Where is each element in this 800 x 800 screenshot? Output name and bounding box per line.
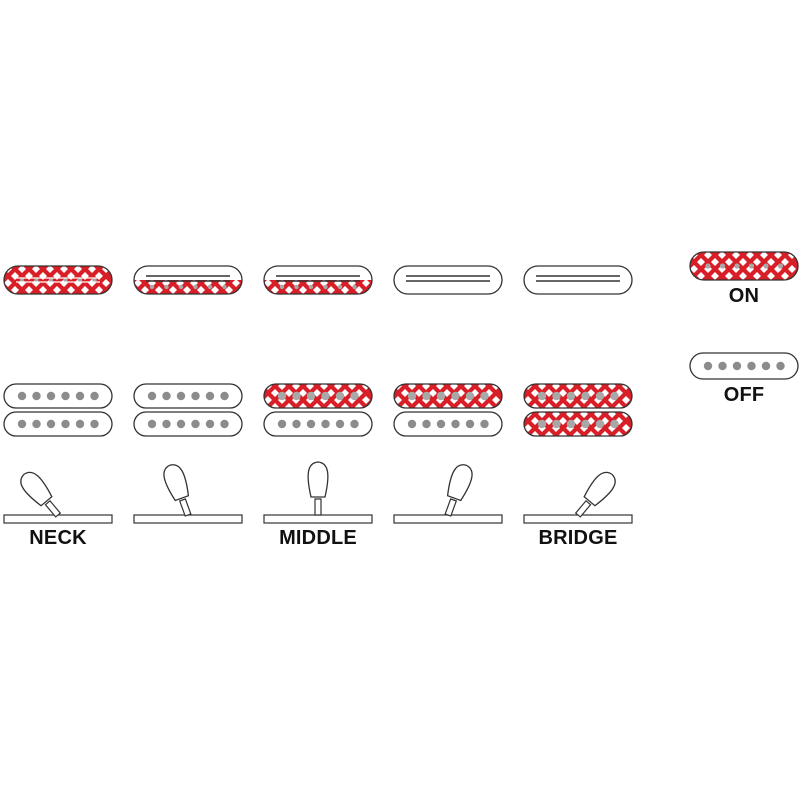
legend-on-label: ON xyxy=(728,285,760,307)
humbucker-bottom-coil-5 xyxy=(523,411,633,437)
selector-switch-1 xyxy=(3,471,113,524)
selector-switch-5 xyxy=(523,471,633,524)
single-coil-pickup-1 xyxy=(3,265,113,295)
selector-switch-2 xyxy=(133,464,243,524)
humbucker-top-coil-2 xyxy=(133,383,243,409)
selector-switch-3 xyxy=(263,461,373,524)
single-coil-pickup-5 xyxy=(523,265,633,295)
humbucker-bottom-coil-4 xyxy=(393,411,503,437)
position-label-middle: MIDDLE xyxy=(279,527,357,549)
humbucker-bottom-coil-2 xyxy=(133,411,243,437)
legend-off-label: OFF xyxy=(723,384,765,406)
selector-switch-4 xyxy=(393,464,503,524)
legend-on-swatch xyxy=(689,251,799,281)
single-coil-pickup-2 xyxy=(133,265,243,295)
single-coil-pickup-3 xyxy=(263,265,373,295)
humbucker-top-coil-4 xyxy=(393,383,503,409)
single-coil-pickup-4 xyxy=(393,265,503,295)
humbucker-top-coil-5 xyxy=(523,383,633,409)
legend-off-swatch xyxy=(689,352,799,380)
humbucker-top-coil-1 xyxy=(3,383,113,409)
humbucker-bottom-coil-3 xyxy=(263,411,373,437)
position-label-bridge: BRIDGE xyxy=(538,527,618,549)
humbucker-top-coil-3 xyxy=(263,383,373,409)
position-label-neck: NECK xyxy=(29,527,87,549)
humbucker-bottom-coil-1 xyxy=(3,411,113,437)
